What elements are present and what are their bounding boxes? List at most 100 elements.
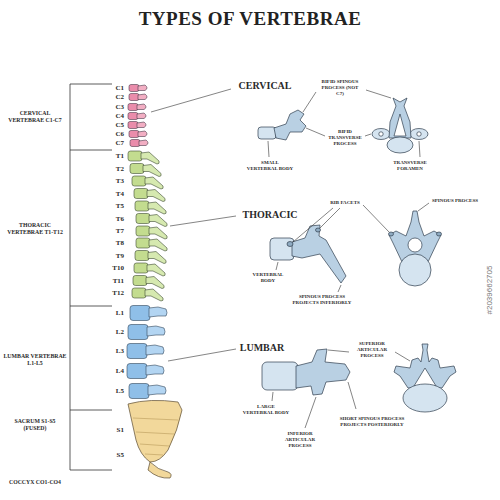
bracket-ticks — [70, 84, 112, 470]
cervical-vertebra — [128, 122, 146, 129]
cervical-vertebra — [129, 85, 147, 92]
vertebral-body — [387, 137, 413, 153]
vertebral-arch — [394, 344, 456, 388]
section-heading: CERVICAL — [239, 80, 292, 92]
transverse-foramen — [379, 132, 383, 136]
region-label: CERVICAL VERTEBRAE C1-C7 — [3, 110, 67, 123]
part-label: INFERIOR ARTICULAR PROCESS — [278, 431, 322, 448]
part-label: VERTEBRAL BODY — [250, 272, 286, 284]
thoracic-vertebra — [133, 276, 164, 289]
region-label: LUMBAR VERTEBRAE L1-L5 — [3, 353, 67, 366]
vertebral-body — [258, 127, 276, 139]
vertebra-label: T10 — [112, 264, 124, 272]
leader-lines — [151, 89, 429, 428]
spine-illustration — [127, 85, 182, 479]
vertebral-body — [403, 384, 447, 412]
vertebra-label: T3 — [116, 177, 124, 185]
vertebral-arch — [389, 98, 411, 138]
leader-line — [305, 397, 316, 428]
vertebra-label: C2 — [115, 93, 124, 101]
vertebra-label: T5 — [116, 202, 124, 210]
vertebra-label: S5 — [117, 451, 124, 459]
vertebral-body — [262, 362, 298, 390]
watermark: #2039662705 — [485, 266, 494, 315]
vertebra-label: T9 — [116, 251, 124, 259]
part-label: RIB FACETS — [330, 200, 360, 206]
thoracic-vertebra — [134, 189, 165, 202]
thoracic-vertebra — [136, 214, 167, 227]
vertebra-label: S1 — [117, 426, 124, 434]
coccyx — [148, 462, 171, 478]
vertebra-label: C7 — [115, 139, 124, 147]
lumbar-illustration — [262, 344, 456, 412]
thoracic-vertebra — [130, 164, 161, 177]
lumbar-vertebra — [127, 344, 164, 359]
cervical-vertebra — [128, 113, 146, 120]
leader-line — [418, 203, 429, 211]
vertebra-label: C5 — [115, 121, 124, 129]
vertebral-foramen — [394, 114, 406, 136]
bracket-line — [70, 84, 71, 470]
cervical-vertebra — [128, 104, 146, 111]
region-label: SACRUM S1-S5 (FUSED) — [3, 418, 67, 431]
vertebra-label: T11 — [113, 276, 124, 284]
thoracic-vertebra — [132, 288, 163, 301]
section-heading: THORACIC — [242, 209, 297, 221]
leader-line — [303, 90, 391, 112]
leader-line — [338, 285, 341, 292]
vertebra-label: T8 — [116, 239, 124, 247]
vertebra-label: C1 — [115, 84, 124, 92]
thoracic-vertebra — [136, 238, 167, 251]
leader-line — [268, 141, 269, 157]
vertebra-label: T6 — [116, 214, 124, 222]
rib-facet — [437, 232, 442, 236]
leader-line — [272, 392, 273, 401]
vertebral-arch — [296, 349, 350, 395]
region-label: COCCYX CO1-CO4 — [3, 479, 67, 486]
part-label: BIFID SPINOUS PROCESS (NOT C7) — [318, 79, 363, 96]
sacrum-ridges — [133, 418, 178, 455]
transverse-process — [372, 129, 390, 140]
vertebra-label: L5 — [116, 387, 124, 395]
rib-facet — [287, 242, 293, 247]
thoracic-vertebra — [135, 251, 166, 264]
lumbar-vertebra — [130, 306, 167, 321]
part-label: SMALL VERTEBRAL BODY — [246, 160, 294, 172]
thoracic-vertebra — [134, 263, 165, 276]
sacrum — [128, 400, 182, 462]
transverse-process — [410, 129, 428, 140]
leader-line — [348, 382, 356, 409]
lumbar-vertebra — [129, 384, 166, 399]
rib-facet — [316, 228, 321, 232]
leader-line — [293, 205, 389, 242]
part-label: SHORT SPINOUS PROCESS PROJECTS POSTERIOR… — [337, 416, 407, 428]
vertebral-body — [270, 238, 294, 260]
vertebral-arch — [292, 225, 346, 283]
lumbar-vertebra — [128, 325, 165, 340]
vertebral-foramen — [408, 238, 422, 252]
vertebral-foramen — [414, 368, 436, 386]
leader-line — [151, 89, 231, 112]
vertebra-label: T4 — [116, 189, 124, 197]
vertebra-label: T1 — [116, 152, 124, 160]
vertebral-arch — [274, 110, 306, 140]
region-label: THORACIC VERTEBRAE T1-T12 — [3, 222, 67, 235]
lumbar-vertebra — [127, 364, 164, 379]
vertebra-label: L1 — [116, 309, 124, 317]
vertebra-label: L2 — [116, 328, 124, 336]
cervical-vertebra — [129, 94, 147, 101]
thoracic-vertebra — [135, 201, 166, 214]
vertebra-label: C4 — [115, 112, 124, 120]
leader-line — [419, 141, 420, 157]
part-label: TRANSVERSE FORAMEN — [385, 160, 435, 172]
leader-line — [170, 216, 236, 226]
cervical-vertebra — [130, 140, 148, 147]
part-label: SPINOUS PROCESS PROJECTS INFERIORLY — [290, 294, 354, 306]
vertebra-label: T2 — [116, 164, 124, 172]
part-label: SPINOUS PROCESS — [432, 198, 478, 204]
leader-line — [168, 349, 236, 361]
rib-facet — [389, 232, 394, 236]
vertebra-label: T7 — [116, 227, 124, 235]
